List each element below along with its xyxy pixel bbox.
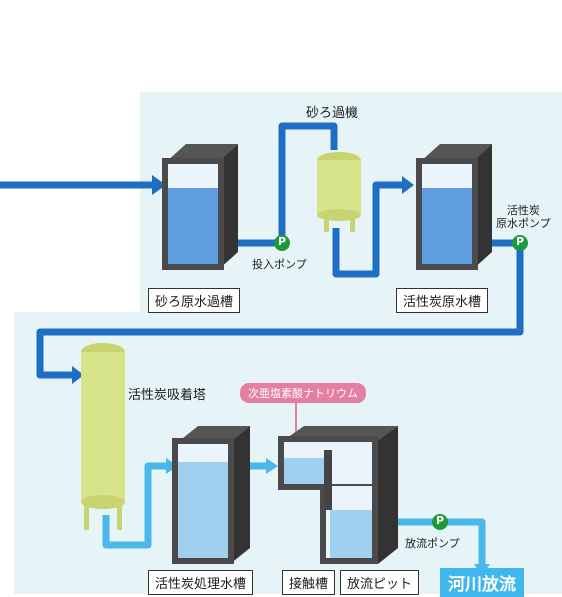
carbon-adsorption-tower [81,343,125,530]
pipe-pump-to-tower [36,243,524,379]
carbon-treated-tank [172,426,250,564]
carbon-raw-tank [416,144,492,270]
arrowhead-tower [72,366,84,384]
sand-filter-label: 砂ろ過機 [306,106,359,121]
carbon-treated-tank-label: 活性炭処理水槽 [148,570,254,595]
carbon-raw-tank-label: 活性炭原水槽 [396,288,489,313]
discharge-pit-label: 放流ピット [340,570,420,595]
sand-raw-tank-label: 砂ろ原水過槽 [148,288,241,313]
pipe-pump-to-sand-filter [278,122,338,243]
discharge-pump-letter: P [436,514,445,527]
river-discharge-label: 河川放流 [440,568,524,597]
pipe-tower-to-treated-tank [102,462,168,549]
carbon-raw-pump-letter: P [516,235,525,248]
contact-tank-and-pit [278,426,398,564]
feed-pump-label: 投入ポンプ [252,258,307,271]
sand-raw-tank [162,144,238,270]
discharge-pump-icon [432,514,448,530]
carbon-raw-pump-label: 活性炭 原水ポンプ [496,204,551,230]
chemical-badge: 次亜塩素酸ナトリウム [240,383,366,403]
contact-tank-label: 接触槽 [282,570,336,595]
sand-filter-vessel [317,152,361,232]
carbon-raw-pump-icon [512,235,528,251]
discharge-pump-label: 放流ポンプ [405,537,460,550]
pipe-sand-filter-to-carbon-tank [332,181,404,278]
arrowhead-carbon-tank [402,176,414,194]
feed-pump-icon [274,235,290,251]
arrowhead-inflow [152,175,166,195]
arrowhead-contact-tank [266,458,278,474]
feed-pump-letter: P [278,235,287,248]
carbon-tower-label: 活性炭吸着塔 [128,388,207,403]
pipe-pump-to-river [440,518,486,566]
